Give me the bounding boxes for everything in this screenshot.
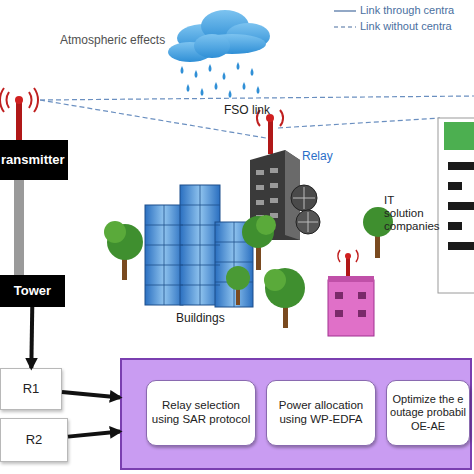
rain-drops bbox=[251, 68, 254, 76]
node-text: R2 bbox=[26, 432, 43, 448]
legend-text: Link through centra bbox=[360, 4, 454, 16]
fso-beam bbox=[40, 96, 474, 100]
office-building bbox=[444, 122, 474, 150]
pink-building bbox=[345, 253, 351, 259]
process-box: Optimize the e outage probabil OE-AE bbox=[386, 380, 470, 446]
relay-building bbox=[256, 170, 264, 175]
relay-building bbox=[268, 118, 273, 154]
office-building bbox=[448, 162, 474, 250]
antenna-mast bbox=[6, 92, 9, 108]
relay-building bbox=[270, 198, 278, 203]
node-text: Optimize the e outage probabil OE-AE bbox=[390, 393, 466, 433]
skyscrapers bbox=[234, 222, 235, 307]
relay-building bbox=[256, 168, 278, 220]
antenna-mast bbox=[34, 88, 38, 112]
trees bbox=[265, 268, 305, 308]
relay-building bbox=[293, 187, 318, 232]
rain-cloud bbox=[168, 10, 270, 62]
office-building bbox=[448, 182, 462, 190]
office-building bbox=[448, 222, 462, 230]
skyscrapers bbox=[200, 185, 201, 305]
tower-pole bbox=[14, 180, 24, 275]
antenna-mast bbox=[16, 100, 22, 140]
antenna-mast bbox=[15, 96, 23, 104]
skyscrapers bbox=[145, 185, 253, 307]
pink-building bbox=[328, 250, 374, 336]
skyscrapers bbox=[145, 185, 253, 307]
rain-drops bbox=[243, 82, 246, 90]
skyscrapers bbox=[180, 185, 220, 305]
tower-box: Tower bbox=[0, 275, 65, 307]
rain-drops bbox=[223, 72, 226, 80]
trees bbox=[256, 215, 276, 235]
office-building bbox=[438, 118, 474, 293]
process-panel: Relay selection using SAR protocol Power … bbox=[120, 358, 472, 470]
rain-cloud bbox=[194, 34, 230, 58]
node-text: Power allocation using WP-EDFA bbox=[271, 399, 371, 427]
legend-text: Link without centra bbox=[360, 20, 452, 32]
relay-building bbox=[270, 168, 278, 173]
relay-building bbox=[250, 110, 320, 240]
pink-building bbox=[358, 292, 366, 299]
pink-building bbox=[335, 292, 343, 299]
node-text: ransmitter bbox=[1, 152, 65, 168]
relay-box: R1 bbox=[0, 368, 62, 410]
pink-building bbox=[328, 276, 374, 282]
relay-label: Relay bbox=[302, 150, 352, 164]
rain-drops bbox=[257, 86, 260, 94]
pink-building bbox=[335, 310, 343, 317]
node-text: R1 bbox=[23, 381, 40, 397]
relay-building bbox=[256, 185, 264, 190]
relay-box: R2 bbox=[0, 418, 68, 462]
trees bbox=[226, 266, 250, 290]
rain-drops bbox=[201, 88, 204, 96]
office-building bbox=[448, 162, 474, 170]
rain-drops bbox=[181, 62, 260, 98]
pink-building bbox=[338, 250, 358, 262]
fso-beam bbox=[40, 96, 474, 138]
skyscrapers bbox=[164, 205, 165, 305]
process-box: Relay selection using SAR protocol bbox=[146, 380, 256, 446]
node-text: Relay selection using SAR protocol bbox=[151, 399, 251, 427]
office-building bbox=[448, 242, 474, 250]
antenna-mast bbox=[0, 88, 4, 112]
companies-label: IT solution companies bbox=[384, 194, 436, 234]
transmitter-box: ransmitter bbox=[0, 140, 68, 180]
relay-building bbox=[280, 110, 283, 126]
link-label: FSO link bbox=[224, 104, 284, 118]
legend-line-sample bbox=[334, 10, 356, 11]
rain-drops bbox=[209, 64, 212, 72]
process-box: Power allocation using WP-EDFA bbox=[266, 380, 376, 446]
rain-drops bbox=[195, 70, 198, 78]
flow-arrow bbox=[62, 392, 120, 397]
antenna-mast bbox=[29, 92, 32, 108]
fso-beam bbox=[278, 118, 440, 128]
rain-drops bbox=[215, 82, 218, 90]
antenna-mast bbox=[0, 88, 38, 140]
rain-drops bbox=[181, 66, 184, 74]
skyscrapers bbox=[145, 205, 183, 305]
flow-arrow bbox=[29, 307, 34, 368]
rain-drops bbox=[229, 90, 232, 98]
node-text: Tower bbox=[14, 283, 51, 299]
buildings-label: Buildings bbox=[176, 312, 246, 326]
relay-building bbox=[270, 183, 278, 188]
effect-label: Atmospheric effects bbox=[60, 34, 180, 48]
relay-building bbox=[256, 200, 264, 205]
trees bbox=[104, 221, 126, 243]
office-building bbox=[438, 118, 474, 293]
rain-drops bbox=[237, 62, 240, 70]
pink-building bbox=[328, 280, 374, 336]
pink-building bbox=[358, 310, 366, 317]
flow-arrow bbox=[68, 431, 120, 436]
office-building bbox=[448, 202, 474, 210]
pink-building bbox=[335, 292, 366, 317]
trees bbox=[264, 269, 286, 291]
legend-line-sample bbox=[334, 26, 356, 27]
rain-drops bbox=[187, 84, 190, 92]
